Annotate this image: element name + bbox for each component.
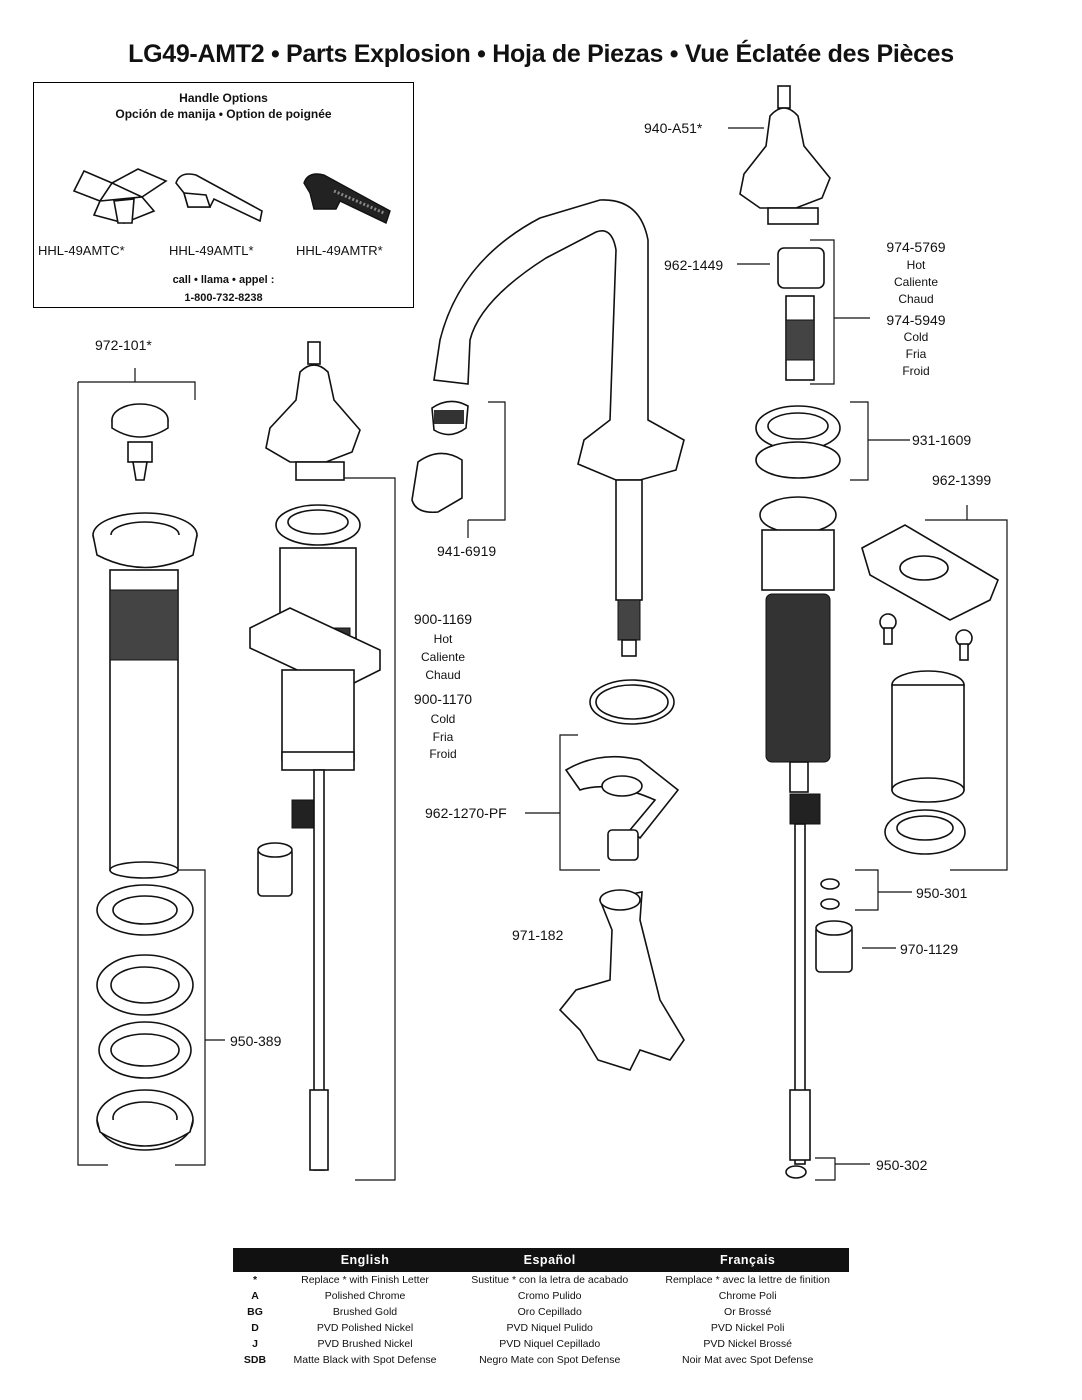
label-971-182: 971-182 <box>512 927 564 943</box>
handle-options-subtitle: Opción de manija • Option de poignée <box>115 107 332 121</box>
legend-espanol: PVD Niquel Pulido <box>506 1322 593 1334</box>
label-caliente-1: Caliente <box>894 275 938 289</box>
legend-header-row: English Español Français <box>233 1248 849 1272</box>
page-title: LG49-AMT2 • Parts Explosion • Hoja de Pi… <box>128 40 954 68</box>
label-fria-1: Fria <box>906 347 927 361</box>
textured-lever-handle-icon <box>303 173 391 224</box>
label-hot-2: Hot <box>434 632 453 646</box>
spout-assembly <box>411 199 685 1071</box>
handle-options-drawings <box>72 168 391 224</box>
legend-code: BG <box>247 1306 263 1318</box>
label-950-301: 950-301 <box>916 885 968 901</box>
legend-code: J <box>252 1338 258 1350</box>
label-931-1609: 931-1609 <box>912 432 971 448</box>
call-label: call • llama • appel : <box>172 274 275 286</box>
label-970-1129: 970-1129 <box>900 941 958 957</box>
handle-model-cross: HHL-49AMTC* <box>38 243 125 258</box>
table-row: * Replace * with Finish Letter Sustitue … <box>233 1272 849 1288</box>
legend-espanol: Oro Cepillado <box>517 1306 582 1318</box>
legend-header-francais: Français <box>646 1248 849 1272</box>
label-caliente-2: Caliente <box>421 650 465 664</box>
legend-english: Replace * with Finish Letter <box>301 1274 429 1286</box>
legend-english: Polished Chrome <box>324 1290 406 1302</box>
legend-espanol: Cromo Pulido <box>517 1290 582 1302</box>
handle-model-textured: HHL-49AMTR* <box>296 243 383 258</box>
parts-explosion-diagram: 940-A51* 962-1449 974-5769 Hot Caliente … <box>77 85 1008 1181</box>
table-row: D PVD Polished Nickel PVD Niquel Pulido … <box>233 1320 849 1336</box>
handle-model-lever: HHL-49AMTL* <box>169 243 254 258</box>
legend-code: D <box>251 1322 259 1334</box>
legend-francais: Remplace * avec la lettre de finition <box>665 1274 830 1286</box>
label-froid-1: Froid <box>902 364 929 378</box>
cross-handle-icon <box>72 168 168 224</box>
table-row: A Polished Chrome Cromo Pulido Chrome Po… <box>233 1288 849 1304</box>
label-950-302: 950-302 <box>876 1157 928 1173</box>
label-962-1449: 962-1449 <box>664 257 723 273</box>
label-940-A51: 940-A51* <box>644 120 703 136</box>
legend-header-code <box>233 1248 277 1272</box>
drain-assembly <box>77 368 225 1166</box>
legend-english: PVD Polished Nickel <box>316 1322 414 1334</box>
legend-espanol: PVD Niquel Cepillado <box>499 1338 601 1350</box>
label-fria-2: Fria <box>433 730 454 744</box>
label-974-5949: 974-5949 <box>886 312 945 328</box>
label-974-5769: 974-5769 <box>886 239 945 255</box>
label-900-1169: 900-1169 <box>414 611 472 627</box>
label-962-1399: 962-1399 <box>932 472 991 488</box>
lever-handle-icon <box>175 173 263 223</box>
legend-code: A <box>251 1290 259 1302</box>
legend-code: * <box>252 1274 258 1286</box>
label-941-6919: 941-6919 <box>437 543 496 559</box>
legend-francais: Or Brossé <box>724 1306 772 1318</box>
cold-valve-assembly <box>728 85 1008 1181</box>
table-row: BG Brushed Gold Oro Cepillado Or Brossé <box>233 1304 849 1320</box>
label-chaud-2: Chaud <box>425 668 460 682</box>
table-row: SDB Matte Black with Spot Defense Negro … <box>233 1352 849 1368</box>
table-row: J PVD Brushed Nickel PVD Niquel Cepillad… <box>233 1336 849 1352</box>
hot-valve-assembly <box>249 341 396 1181</box>
legend-espanol: Sustitue * con la letra de acabado <box>471 1274 629 1286</box>
handle-options-title: Handle Options <box>179 91 268 105</box>
legend-code: SDB <box>243 1354 267 1366</box>
label-962-1270-PF: 962-1270-PF <box>425 805 507 821</box>
handle-options-box: Handle Options Opción de manija • Option… <box>33 82 414 308</box>
legend-francais: PVD Nickel Brossé <box>703 1338 793 1350</box>
phone-number: 1-800-732-8238 <box>184 292 263 304</box>
legend-espanol: Negro Mate con Spot Defense <box>479 1354 621 1366</box>
label-cold-1: Cold <box>904 330 929 344</box>
label-hot-1: Hot <box>907 258 926 272</box>
finish-legend-table: English Español Français * Replace * wit… <box>233 1248 849 1368</box>
label-900-1170: 900-1170 <box>414 691 472 707</box>
legend-english: Matte Black with Spot Defense <box>293 1354 437 1366</box>
legend-english: Brushed Gold <box>332 1306 398 1318</box>
label-froid-2: Froid <box>429 747 456 761</box>
label-950-389: 950-389 <box>230 1033 282 1049</box>
label-chaud-1: Chaud <box>898 292 933 306</box>
label-cold-2: Cold <box>431 712 456 726</box>
legend-header-espanol: Español <box>453 1248 647 1272</box>
legend-header-english: English <box>277 1248 454 1272</box>
legend-english: PVD Brushed Nickel <box>317 1338 413 1350</box>
legend-francais: Noir Mat avec Spot Defense <box>682 1354 814 1366</box>
legend-francais: Chrome Poli <box>718 1290 777 1302</box>
label-972-101: 972-101* <box>95 337 152 353</box>
legend-francais: PVD Nickel Poli <box>710 1322 785 1334</box>
